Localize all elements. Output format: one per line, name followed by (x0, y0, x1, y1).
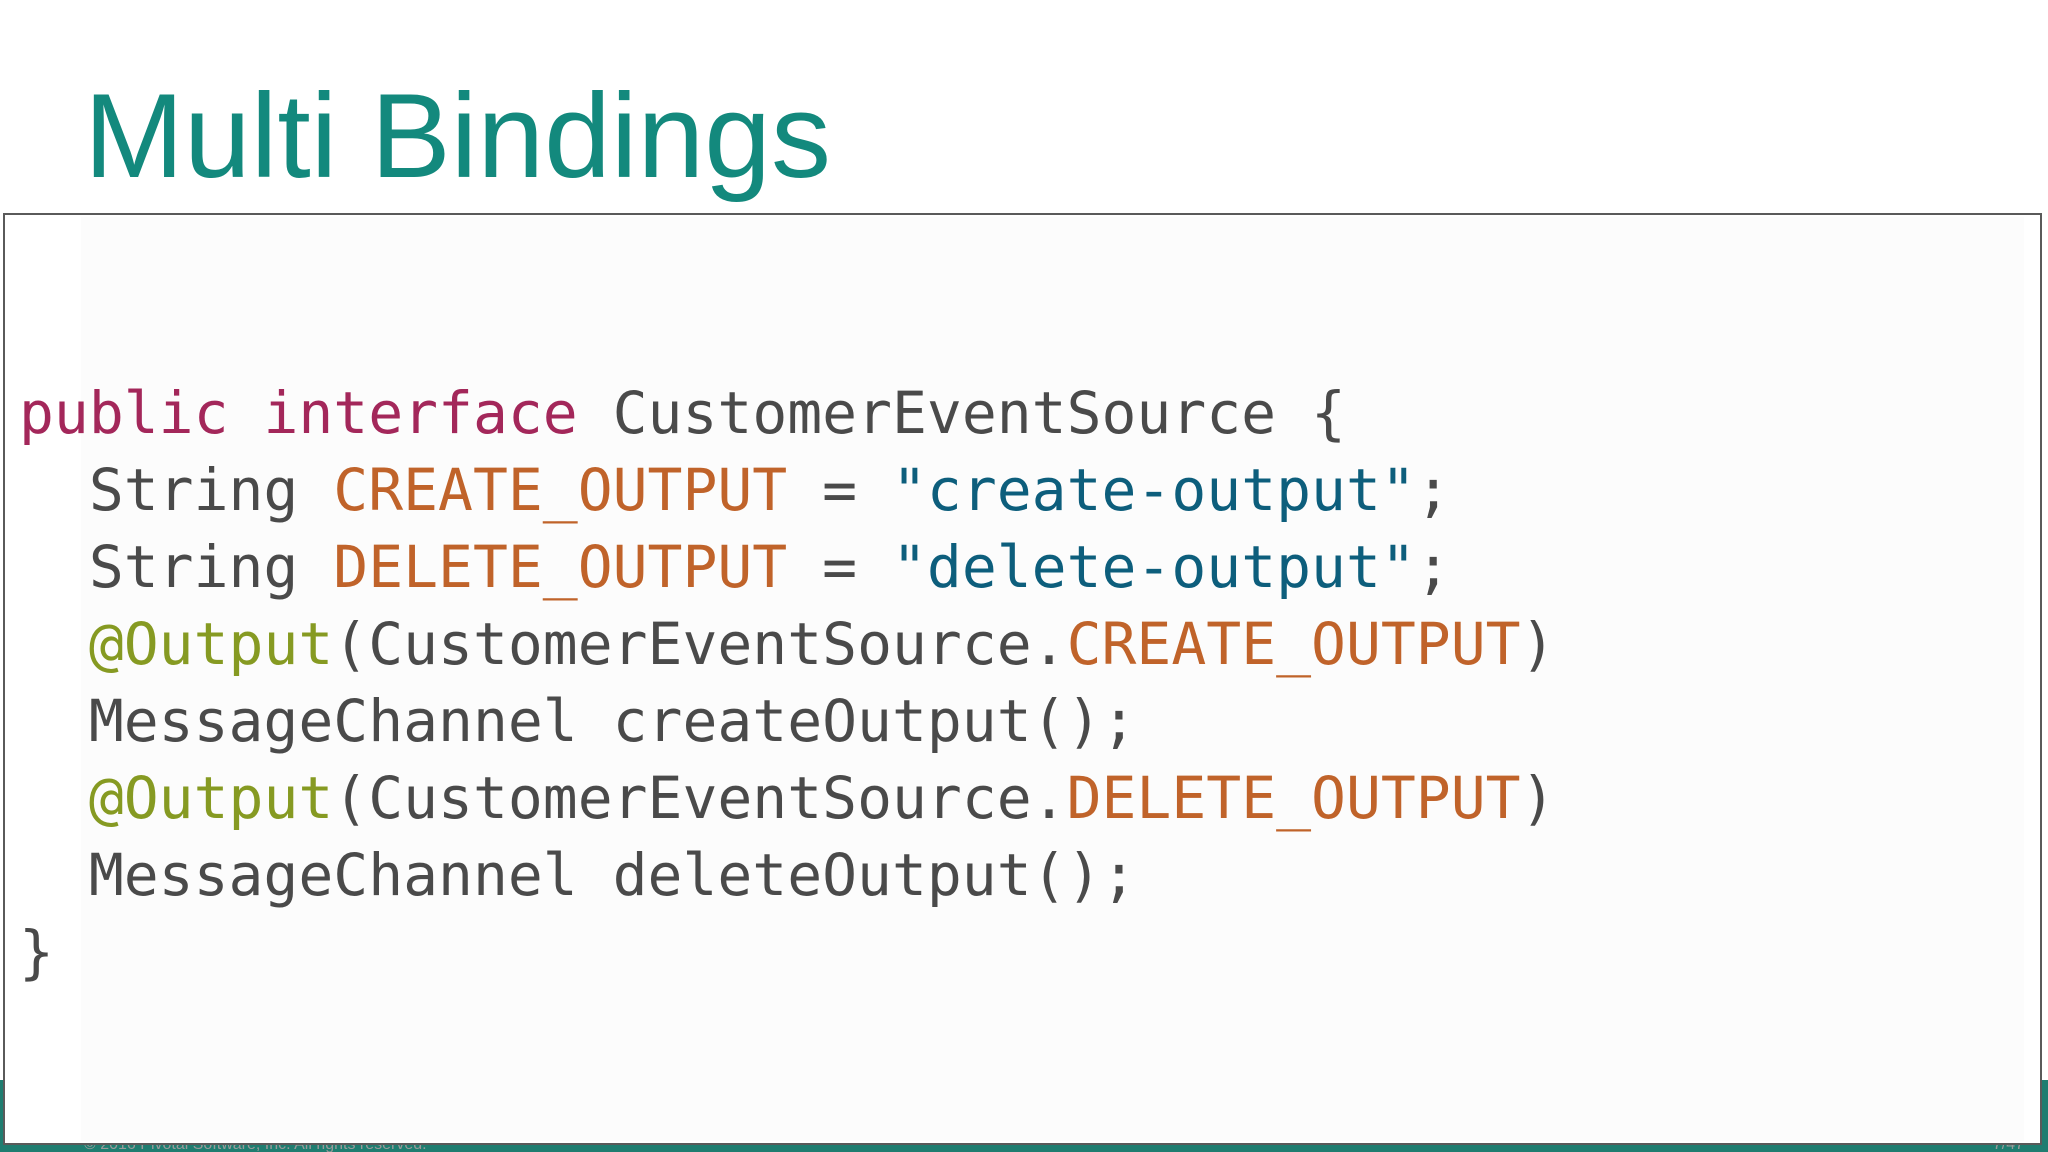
code-token-const: CREATE_OUTPUT (1066, 610, 1521, 678)
code-token-plain: ; (1415, 456, 1451, 524)
code-line: } (19, 914, 1555, 991)
code-token-str: "delete-output" (892, 533, 1416, 601)
code-token-plain: MessageChannel deleteOutput(); (19, 841, 1137, 909)
code-block: public interface CustomerEventSource { S… (19, 375, 1555, 991)
code-panel-background (81, 217, 2024, 1141)
code-line: String DELETE_OUTPUT = "delete-output"; (19, 529, 1555, 606)
code-panel: public interface CustomerEventSource { S… (3, 213, 2042, 1145)
code-token-plain: (CustomerEventSource. (333, 610, 1067, 678)
code-token-plain: ) (1520, 610, 1556, 678)
code-token-plain: ) (1520, 764, 1556, 832)
code-line: @Output(CustomerEventSource.DELETE_OUTPU… (19, 760, 1556, 837)
code-token-ann: @Output (88, 764, 334, 832)
code-token-plain: } (19, 918, 54, 986)
slide-title: Multi Bindings (84, 69, 832, 203)
code-token-plain: ; (1415, 533, 1451, 601)
code-token-plain: = (787, 533, 892, 601)
code-line: public interface CustomerEventSource { (19, 375, 1555, 452)
code-token-plain (229, 379, 264, 447)
code-token-ann: @Output (88, 610, 334, 678)
code-token-plain: (CustomerEventSource. (333, 764, 1067, 832)
code-token-plain: = (787, 456, 892, 524)
code-token-plain: String (19, 456, 334, 524)
code-token-const: CREATE_OUTPUT (333, 456, 788, 524)
code-token-plain (19, 764, 89, 832)
code-line: MessageChannel createOutput(); (19, 683, 1555, 760)
code-token-str: "create-output" (892, 456, 1416, 524)
code-line: String CREATE_OUTPUT = "create-output"; (19, 452, 1555, 529)
code-token-kw: public (19, 379, 229, 447)
code-token-plain: MessageChannel createOutput(); (19, 687, 1137, 755)
code-line: @Output(CustomerEventSource.CREATE_OUTPU… (19, 606, 1556, 683)
code-line: MessageChannel deleteOutput(); (19, 837, 1555, 914)
code-token-plain: String (19, 533, 334, 601)
code-token-kw: interface (263, 379, 578, 447)
code-token-const: DELETE_OUTPUT (1066, 764, 1521, 832)
code-token-plain (19, 610, 89, 678)
code-token-plain: CustomerEventSource { (577, 379, 1346, 447)
code-token-const: DELETE_OUTPUT (333, 533, 788, 601)
